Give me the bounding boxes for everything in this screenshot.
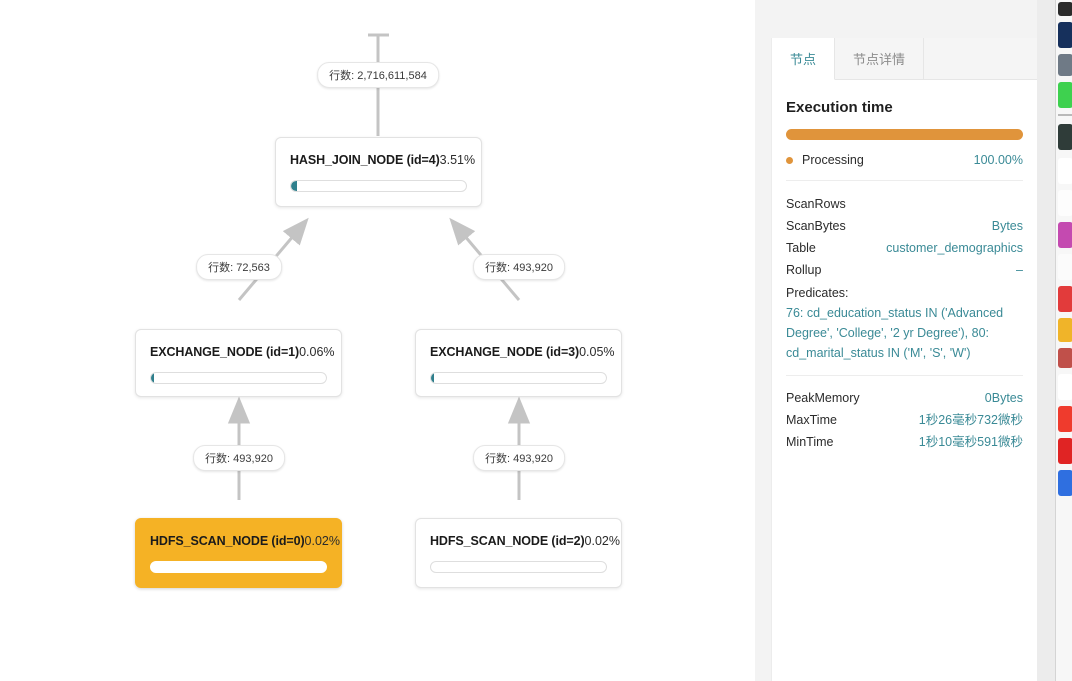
metric-value: Bytes bbox=[991, 219, 1023, 233]
node-progress-fill bbox=[151, 562, 326, 572]
metric-key: PeakMemory bbox=[786, 391, 860, 405]
metric-row-scanrows: ScanRows bbox=[786, 193, 1023, 215]
metric-value: 0Bytes bbox=[984, 391, 1023, 405]
metric-key: Table bbox=[786, 241, 816, 255]
metric-key: MinTime bbox=[786, 435, 834, 449]
tab-node-details[interactable]: 节点详情 bbox=[835, 38, 925, 79]
edge-label-left-scan: 行数: 493,920 bbox=[193, 445, 285, 471]
drive-icon[interactable] bbox=[1058, 318, 1072, 342]
panel-tab-bar: 节点 节点详情 bbox=[772, 38, 1037, 80]
metric-row-table: Table customer_demographics bbox=[786, 237, 1023, 259]
plan-node-hdfs-scan-0[interactable]: HDFS_SCAN_NODE (id=0) 0.02% bbox=[135, 518, 342, 588]
divider-icon[interactable] bbox=[1058, 114, 1072, 116]
node-percent: 0.06% bbox=[299, 345, 335, 359]
edge-label-right-scan: 行数: 493,920 bbox=[473, 445, 565, 471]
plan-node-exchange-3[interactable]: EXCHANGE_NODE (id=3) 0.05% bbox=[415, 329, 622, 397]
metric-row-peakmemory: PeakMemory 0Bytes bbox=[786, 387, 1023, 409]
desktop-dock-strip[interactable] bbox=[1055, 0, 1072, 681]
node-progress-bar bbox=[290, 180, 467, 192]
record-red-icon[interactable] bbox=[1058, 286, 1072, 312]
tab-node-label: 节点 bbox=[790, 52, 817, 67]
spreadsheet-icon[interactable] bbox=[1058, 82, 1072, 108]
metric-value: 1秒26毫秒732微秒 bbox=[918, 413, 1023, 427]
node-header: HDFS_SCAN_NODE (id=0) 0.02% bbox=[136, 519, 341, 548]
node-progress-fill bbox=[431, 373, 434, 383]
acrobat-icon[interactable] bbox=[1058, 438, 1072, 464]
node-progress-bar bbox=[150, 561, 327, 573]
node-details-panel: 节点 节点详情 Execution time Processing 100.00… bbox=[771, 38, 1037, 681]
metric-value: 1秒10毫秒591微秒 bbox=[918, 435, 1023, 449]
youtube-icon[interactable] bbox=[1058, 406, 1072, 432]
metric-row-mintime: MinTime 1秒10毫秒591微秒 bbox=[786, 431, 1023, 453]
edge-label-left-join: 行数: 72,563 bbox=[196, 254, 282, 280]
tab-node-details-label: 节点详情 bbox=[853, 52, 906, 67]
plan-node-hash-join-4[interactable]: HASH_JOIN_NODE (id=4) 3.51% bbox=[275, 137, 482, 207]
metric-row-scanbytes: ScanBytes Bytes bbox=[786, 215, 1023, 237]
metric-key: ScanRows bbox=[786, 197, 846, 211]
metric-key: Rollup bbox=[786, 263, 822, 277]
folder-blue-icon[interactable] bbox=[1058, 22, 1072, 48]
node-percent: 3.51% bbox=[439, 153, 476, 167]
processing-dot bbox=[786, 156, 793, 164]
metrics-divider bbox=[786, 375, 1023, 376]
processing-label: Processing bbox=[802, 153, 864, 167]
terminal-icon[interactable] bbox=[1058, 2, 1072, 16]
node-progress-bar bbox=[150, 372, 327, 384]
panel-right-gutter bbox=[1037, 0, 1055, 681]
node-title: HDFS_SCAN_NODE (id=2) bbox=[430, 534, 585, 548]
plan-node-exchange-1[interactable]: EXCHANGE_NODE (id=1) 0.06% bbox=[135, 329, 342, 397]
node-progress-fill bbox=[291, 181, 298, 191]
pen-icon[interactable] bbox=[1058, 54, 1072, 76]
node-header: EXCHANGE_NODE (id=3) 0.05% bbox=[416, 330, 621, 359]
metric-row-rollup: Rollup – bbox=[786, 259, 1023, 281]
predicates-text: 76: cd_education_status IN ('Advanced De… bbox=[786, 306, 1004, 360]
panel-top-gutter bbox=[755, 0, 1037, 38]
metric-key: ScanBytes bbox=[786, 219, 846, 233]
predicates-label: Predicates: bbox=[786, 286, 849, 300]
browser-blue-icon[interactable] bbox=[1058, 470, 1072, 496]
node-header: HASH_JOIN_NODE (id=4) 3.51% bbox=[276, 138, 481, 167]
execution-legend-row: Processing 100.00% bbox=[786, 153, 1023, 181]
node-title: EXCHANGE_NODE (id=3) bbox=[430, 345, 580, 359]
edge-label-root: 行数: 2,716,611,584 bbox=[317, 62, 439, 88]
execution-time-bar bbox=[786, 129, 1023, 140]
edge-label-right-join: 行数: 493,920 bbox=[473, 254, 565, 280]
node-title: HASH_JOIN_NODE (id=4) bbox=[290, 153, 440, 167]
node-title: HDFS_SCAN_NODE (id=0) bbox=[150, 534, 305, 548]
app-white-1-icon[interactable] bbox=[1058, 158, 1072, 184]
node-progress-bar bbox=[430, 372, 607, 384]
node-title: EXCHANGE_NODE (id=1) bbox=[150, 345, 300, 359]
plan-edge-layer bbox=[227, 33, 531, 500]
app-white-2-icon[interactable] bbox=[1058, 190, 1072, 216]
code-editor-icon[interactable] bbox=[1058, 124, 1072, 150]
node-percent: 0.05% bbox=[579, 345, 615, 359]
processing-value: 100.00% bbox=[973, 153, 1023, 167]
query-plan-graph[interactable]: HASH_JOIN_NODE (id=4) 3.51% EXCHANGE_NOD… bbox=[0, 0, 771, 681]
metric-value: customer_demographics bbox=[886, 241, 1023, 255]
node-header: HDFS_SCAN_NODE (id=2) 0.02% bbox=[416, 519, 621, 548]
node-progress-fill bbox=[151, 373, 154, 383]
execution-time-title: Execution time bbox=[786, 99, 893, 116]
tab-node[interactable]: 节点 bbox=[772, 38, 836, 80]
node-progress-bar bbox=[430, 561, 607, 573]
node-header: EXCHANGE_NODE (id=1) 0.06% bbox=[136, 330, 341, 359]
panel-content: Execution time Processing 100.00% ScanRo… bbox=[772, 99, 1037, 453]
app-white-4-icon[interactable] bbox=[1058, 374, 1072, 400]
node-percent: 0.02% bbox=[584, 534, 620, 548]
node-percent: 0.02% bbox=[304, 534, 340, 548]
metric-key: MaxTime bbox=[786, 413, 837, 427]
app-white-3-icon[interactable] bbox=[1058, 254, 1072, 280]
metric-row-maxtime: MaxTime 1秒26毫秒732微秒 bbox=[786, 409, 1023, 431]
photos-icon[interactable] bbox=[1058, 222, 1072, 248]
metric-value: – bbox=[1016, 263, 1023, 277]
plan-node-hdfs-scan-2[interactable]: HDFS_SCAN_NODE (id=2) 0.02% bbox=[415, 518, 622, 588]
bookmark-icon[interactable] bbox=[1058, 348, 1072, 368]
panel-left-gutter bbox=[755, 0, 771, 681]
